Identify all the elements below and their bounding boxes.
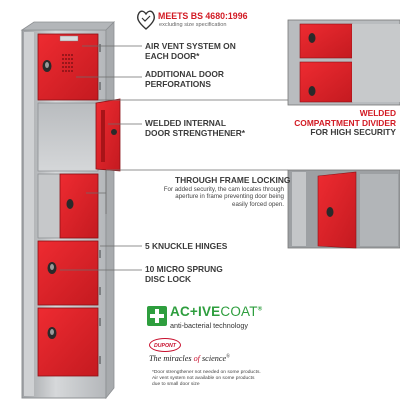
bs-kitemark-icon: [137, 10, 155, 30]
activecoat-wordmark: AC+IVECOAT®: [170, 304, 263, 319]
locker-door-5: [37, 307, 99, 377]
door-strengthener: [101, 110, 105, 162]
dupont-tagline: The miracles of science®: [149, 354, 230, 363]
door-lock-2: [111, 129, 117, 135]
locker-top: [20, 21, 115, 31]
door-perforations: [62, 54, 73, 72]
locker-door-4: [37, 240, 99, 306]
medical-cross-icon: [147, 306, 167, 326]
door-lock-3: [66, 199, 74, 209]
inset-compartment-divider: [287, 19, 400, 106]
locker-side: [105, 21, 115, 400]
dupont-oval-logo: DUPONT: [149, 338, 181, 352]
door-lock-1: [42, 60, 52, 72]
dupont-logo: DUPONT The miracles of science®: [149, 338, 269, 368]
knuckle-hinges: [99, 44, 101, 364]
door-lock-5: [47, 327, 57, 339]
callout-welded-compartment: WELDED COMPARTMENT DIVIDER FOR HIGH SECU…: [294, 108, 396, 137]
footnote: *Door strengthener not needed on some pr…: [152, 370, 261, 387]
activecoat-tagline: anti-bacterial technology: [170, 321, 248, 330]
callout-frame-locking-text: For added security, the cam locates thro…: [163, 186, 284, 208]
frame-left-strip: [24, 32, 34, 396]
open-compartment: [37, 102, 99, 172]
callout-hinges: 5 KNUCKLE HINGES: [145, 241, 228, 251]
locker-door-1-nameplate: [59, 35, 79, 42]
callout-frame-locking-title: THROUGH FRAME LOCKING: [175, 175, 291, 185]
inset-frame-locking: [287, 169, 400, 249]
bs-certification-badge: MEETS BS 4680:1996 excluding size specif…: [136, 9, 256, 35]
door-lock-4: [47, 262, 57, 274]
bs-subtitle: excluding size specification: [159, 22, 227, 28]
locker-door-1: [37, 33, 99, 101]
bs-title: MEETS BS 4680:1996: [158, 11, 248, 21]
open-door-2: [95, 98, 121, 172]
activecoat-logo: AC+IVECOAT® anti-bacterial technology: [147, 304, 287, 336]
locker-door-3: [59, 173, 99, 239]
